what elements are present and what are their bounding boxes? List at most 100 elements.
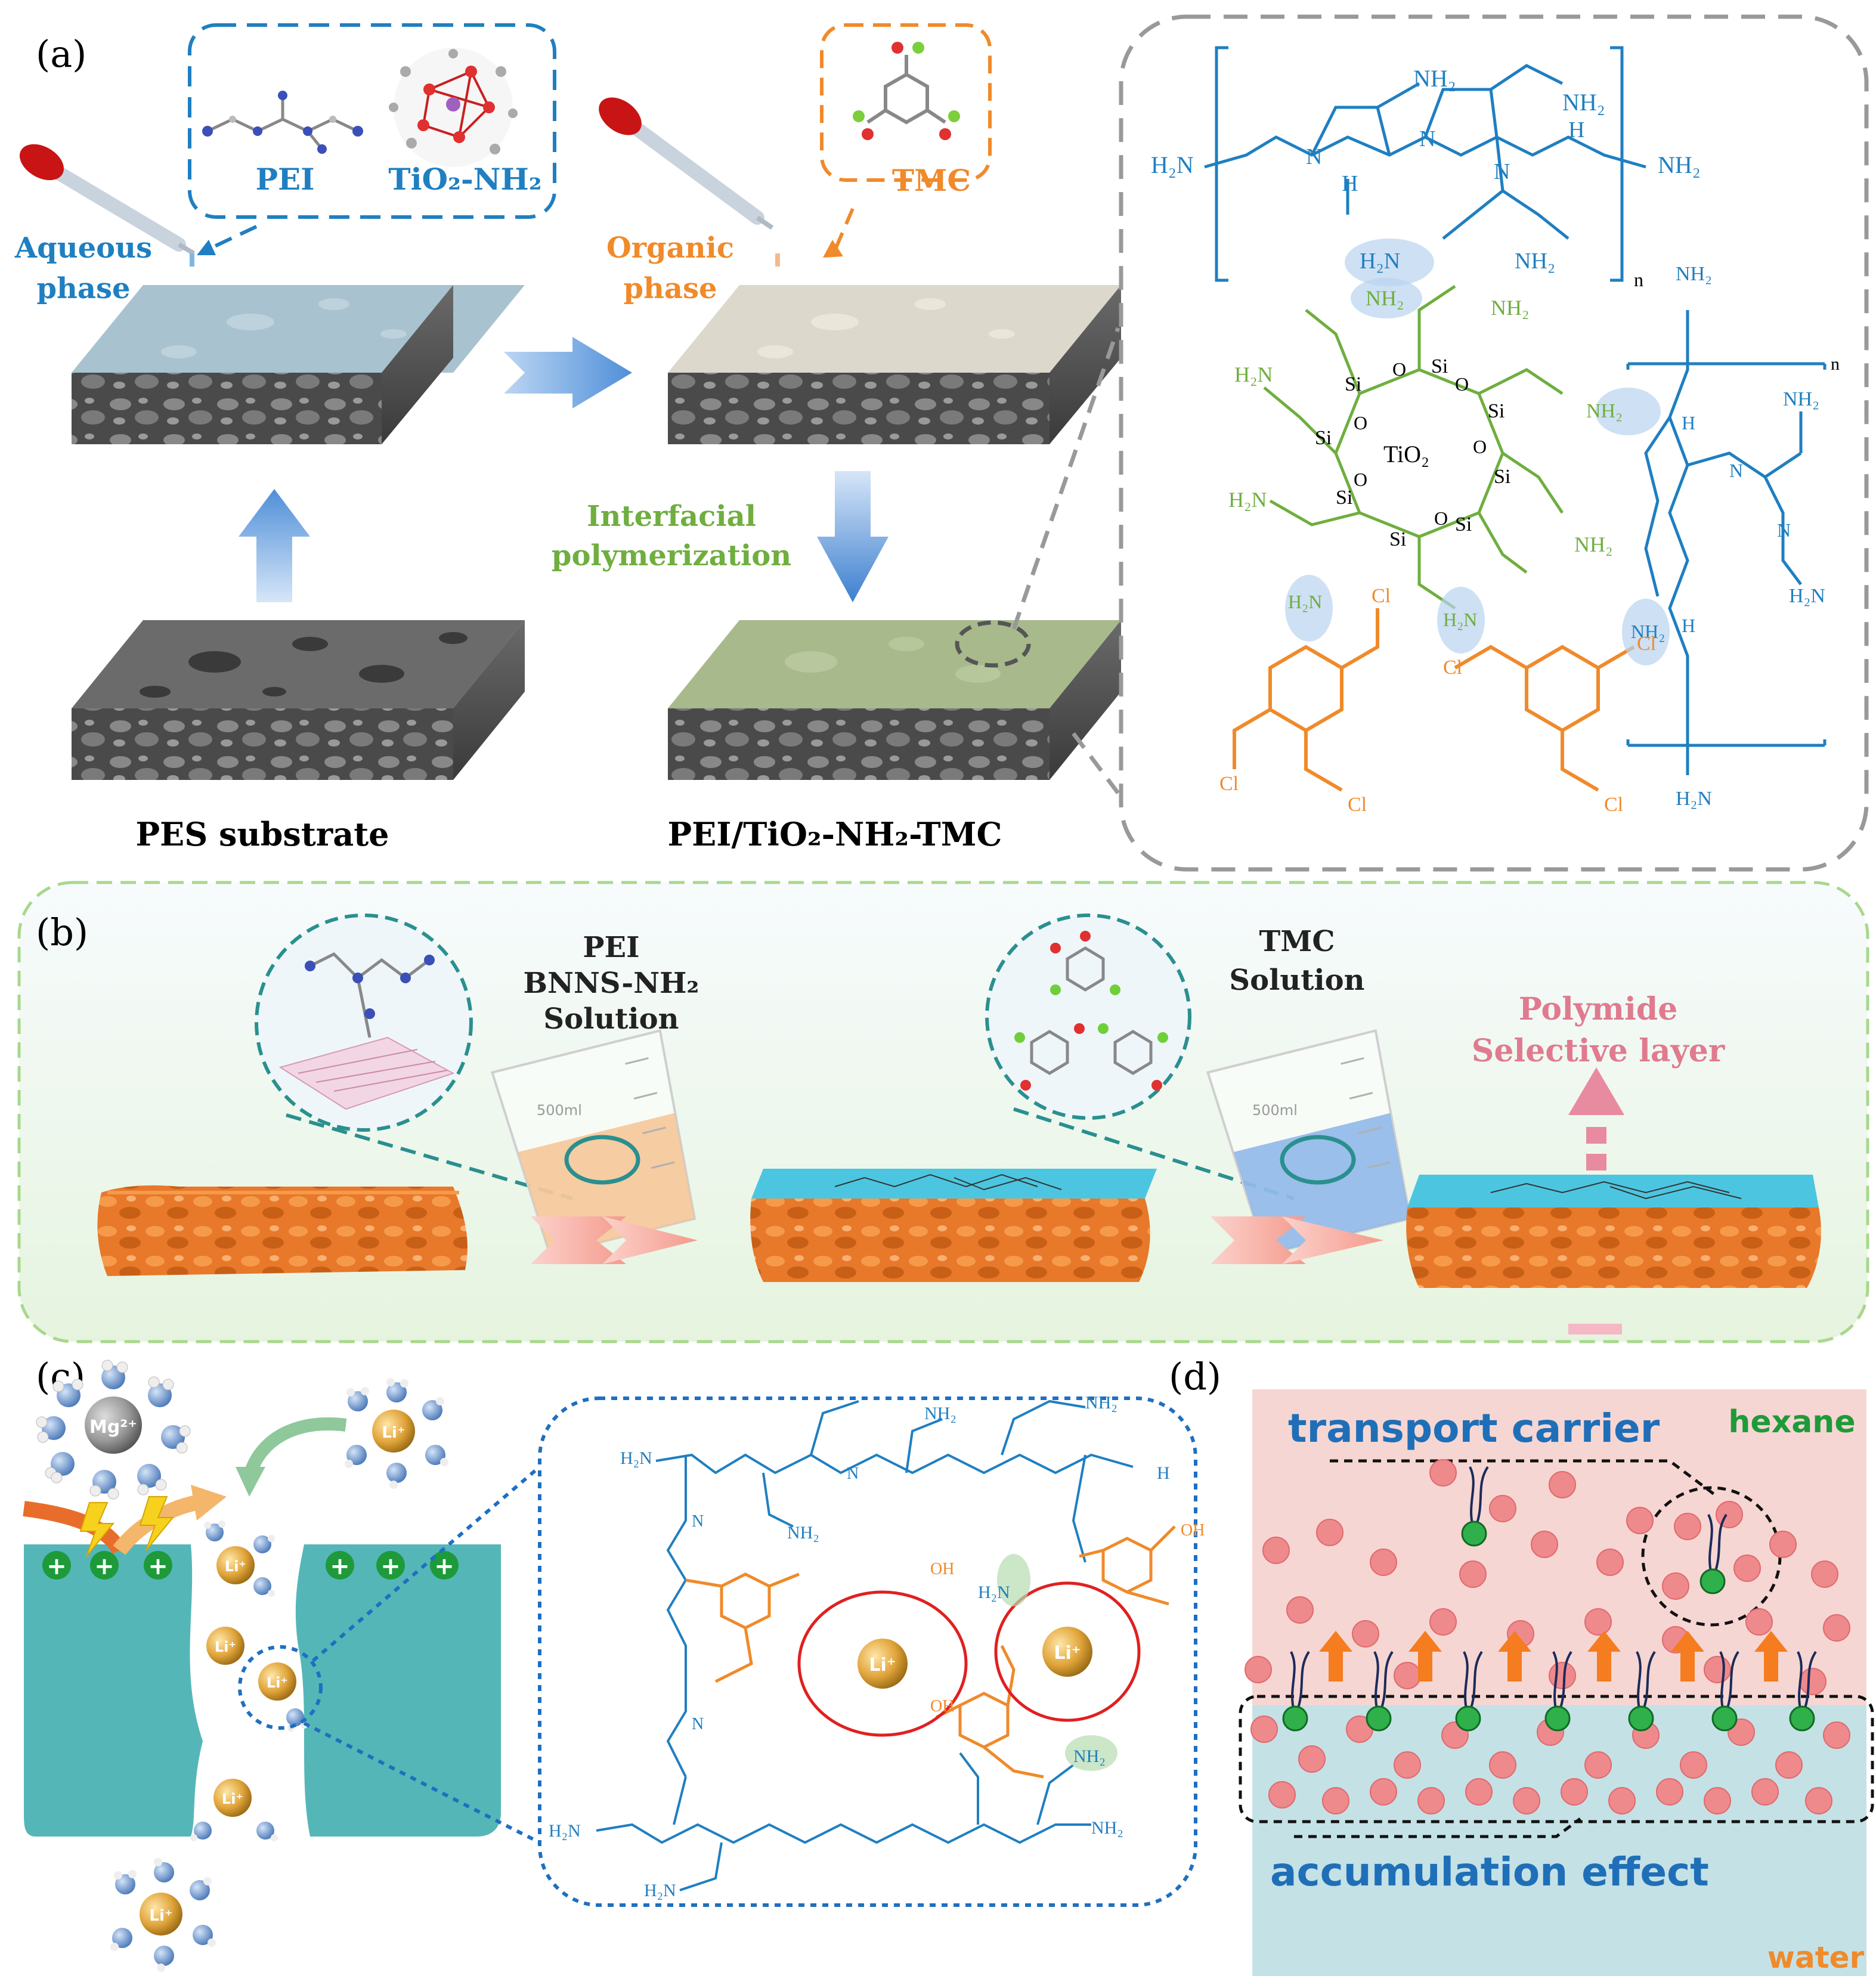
highlight-amine-1: [1345, 239, 1434, 286]
chem-a-nh2-2: NH₂: [1413, 65, 1456, 92]
tmc-label: TMC: [892, 163, 971, 198]
li-label-2: Li⁺: [225, 1558, 246, 1575]
tio2-siloxane-core: [1263, 284, 1564, 610]
zoom-line-bottom: [1072, 732, 1120, 795]
chem-a-si-6: Si: [1389, 528, 1406, 550]
orange-substrate-2: [750, 1169, 1157, 1282]
highlight-amine-3: [1595, 388, 1661, 435]
carrier-heads: [1282, 1521, 1815, 1732]
pes-substrate-label: PES substrate: [135, 815, 389, 853]
chem-c-n-1: N: [692, 1512, 704, 1531]
chem-a-o-6: O: [1434, 507, 1448, 529]
chem-c-li-1: Li⁺: [869, 1655, 896, 1676]
membrane-wall-right: [295, 1544, 501, 1837]
pei-repeat-structure-right: [1626, 310, 1827, 775]
highlight-c-2: [1065, 1735, 1117, 1771]
transport-arrows: [1319, 1631, 1788, 1682]
membrane-pes-substrate: [72, 620, 525, 780]
highlight-amine-6: [1622, 599, 1670, 665]
transfer-arrow: [244, 1417, 347, 1475]
arrow-b-1a: [531, 1216, 626, 1264]
structure-zoom-box-c: [538, 1396, 1197, 1907]
panel-a-label: (a): [36, 32, 86, 76]
chem-c-nh2-1: NH₂: [924, 1404, 956, 1423]
chem-c-oh-3: OH: [930, 1560, 954, 1578]
organic-phase-line2: phase: [623, 272, 717, 305]
chem-a-si-3: Si: [1488, 400, 1504, 422]
panel-b: (b) 500ml PEI BNNS-NH₂ Solution: [17, 881, 1869, 1343]
membrane-product: [668, 620, 1121, 780]
chem-a-si-1: Si: [1345, 373, 1361, 395]
plus-5: +: [380, 1553, 401, 1580]
sol1-line3: Solution: [543, 1002, 679, 1036]
chem-a-n-3: N: [1494, 159, 1510, 184]
chem-c-nh2-3: NH₂: [787, 1523, 819, 1543]
organic-pointer: [833, 208, 855, 252]
li-ion-channel-4: [190, 1779, 278, 1841]
chem-a-n-2: N: [1419, 126, 1435, 151]
panel-d: (d) transport carrier hexane accumulatio…: [1169, 1355, 1874, 1976]
layer-line1: Polymide: [1519, 991, 1678, 1027]
chem-a-nh2-3: NH₂: [1562, 89, 1605, 116]
chem-a-cl-3: Cl: [1348, 794, 1367, 816]
chem-a-h2n-5: H₂N: [1789, 585, 1825, 607]
membrane-organic-coated: [668, 285, 1121, 444]
chem-a-h-3: H: [1682, 412, 1695, 433]
plus-2: +: [94, 1553, 114, 1580]
chem-a-cl-6: Cl: [1443, 657, 1462, 679]
chem-a-o-1: O: [1392, 358, 1406, 380]
zoom-line-c1: [312, 1465, 541, 1662]
chem-c-h2n-3: H₂N: [549, 1821, 581, 1841]
carrier-molecules: [1290, 1466, 1817, 1712]
chem-a-cl-5: Cl: [1604, 794, 1623, 816]
plus-1: +: [47, 1553, 67, 1580]
pei-network-c: [596, 1399, 1134, 1891]
chem-a-n-1: N: [1306, 144, 1322, 169]
chem-c-n-2: N: [847, 1464, 859, 1483]
product-label: PEI/TiO₂-NH₂-TMC: [668, 815, 1002, 853]
crown-ether-2: [994, 1581, 1141, 1722]
crown-ether-1: [797, 1590, 968, 1737]
orange-substrate-1: [97, 1185, 468, 1276]
plus-3: +: [148, 1553, 168, 1580]
hydrated-li-ion-top: [345, 1378, 448, 1489]
water-label: water: [1767, 1940, 1865, 1975]
beaker-mark-1: 500ml: [537, 1102, 582, 1119]
structure-zoom-box: [1119, 14, 1869, 872]
tmc-unit-left: [1233, 608, 1379, 792]
water-ions: [1250, 1715, 1850, 1814]
tio2-nh2-label: TiO₂-NH₂: [388, 162, 541, 197]
interfacial-line2: polymerization: [552, 539, 791, 572]
hydrated-mg-ion: [36, 1360, 191, 1500]
beaker-zoom-ring-2: [1280, 1135, 1356, 1185]
highlight-amine-4: [1285, 575, 1333, 642]
chem-a-nh2-1: NH₂: [1658, 151, 1701, 178]
lightning-icons: [79, 1496, 175, 1557]
chem-a-h2n-7: H₂N: [1288, 591, 1322, 612]
membrane-aqueous-coated: [72, 285, 525, 444]
chem-a-si-2: Si: [1431, 355, 1448, 377]
chem-a-h2n-3: H₂N: [1234, 363, 1273, 386]
chem-a-si-8: Si: [1315, 427, 1332, 449]
tmc-box: [820, 23, 992, 182]
bnns-sheet-icon: [278, 952, 455, 1110]
layer-line2: Selective layer: [1472, 1033, 1725, 1069]
arrow-b-1b: [602, 1216, 698, 1264]
tmc-molecules-icon: [1014, 931, 1168, 1091]
aqueous-components-box: [188, 23, 556, 219]
membrane-wall-left: [24, 1544, 203, 1837]
aqueous-pointer-head: [197, 240, 216, 255]
panel-b-label: (b): [36, 911, 88, 954]
zoom-line-c2: [303, 1721, 541, 1844]
li-ion-channel-1: [204, 1521, 275, 1597]
chem-a-nh2-11: NH₂: [1631, 621, 1665, 642]
li-ion-channel-2: [206, 1627, 244, 1665]
repulsion-arrow-head: [191, 1485, 227, 1521]
crown-li-ion-2: [1042, 1627, 1092, 1677]
orange-substrate-3: [1406, 1175, 1821, 1288]
chem-a-nh2-4: NH₂: [1515, 249, 1555, 274]
chem-a-si-4: Si: [1494, 466, 1510, 488]
chem-a-n-5: N: [1777, 519, 1791, 541]
tmc-units-c: [685, 1525, 1176, 1779]
chem-a-nh2-9: NH₂: [1676, 263, 1712, 285]
